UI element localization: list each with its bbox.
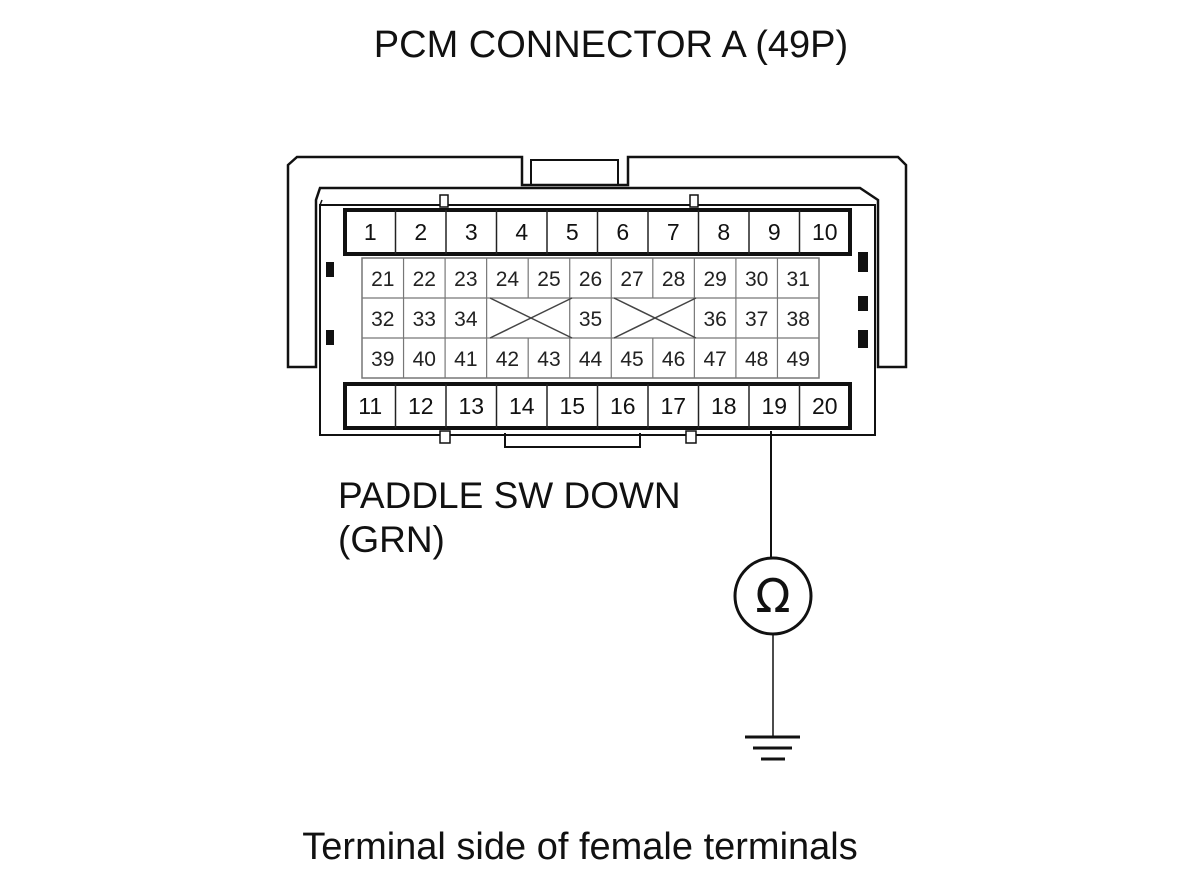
terminal-4: 4 — [515, 219, 528, 245]
terminal-27: 27 — [620, 268, 643, 291]
terminal-5: 5 — [566, 219, 579, 245]
terminal-44: 44 — [579, 348, 603, 371]
terminal-37: 37 — [745, 308, 768, 331]
terminal-15: 15 — [559, 393, 585, 419]
terminal-24: 24 — [496, 268, 520, 291]
terminal-21: 21 — [371, 268, 394, 291]
signal-label-line1: PADDLE SW DOWN — [338, 475, 681, 516]
terminal-47: 47 — [703, 348, 726, 371]
ground-icon — [745, 735, 800, 761]
terminal-10: 10 — [812, 219, 838, 245]
diagram-title: PCM CONNECTOR A (49P) — [374, 24, 848, 66]
terminal-3: 3 — [465, 219, 478, 245]
terminal-25: 25 — [537, 268, 560, 291]
terminal-42: 42 — [496, 348, 519, 371]
side-lock-tabs — [326, 252, 868, 348]
terminal-17: 17 — [660, 393, 686, 419]
bottom-terminal-row: 11 12 13 14 15 16 17 18 19 20 — [343, 382, 852, 430]
terminal-49: 49 — [787, 348, 810, 371]
connector-housing — [286, 155, 908, 448]
terminal-31: 31 — [787, 268, 810, 291]
terminal-46: 46 — [662, 348, 685, 371]
terminal-7: 7 — [667, 219, 680, 245]
ohm-symbol: Ω — [755, 569, 790, 623]
terminal-2: 2 — [414, 219, 427, 245]
terminal-8: 8 — [717, 219, 730, 245]
terminal-22: 22 — [413, 268, 436, 291]
top-terminal-row: 1 2 3 4 5 6 7 8 9 10 — [343, 208, 852, 256]
terminal-39: 39 — [371, 348, 394, 371]
terminal-1: 1 — [364, 219, 377, 245]
middle-terminal-block: 21 22 23 24 25 26 27 28 29 30 31 32 33 34 35 36 37 38 39 40… — [361, 257, 820, 379]
terminal-40: 40 — [413, 348, 436, 371]
terminal-16: 16 — [610, 393, 636, 419]
terminal-11: 11 — [358, 393, 382, 419]
terminal-23: 23 — [454, 268, 477, 291]
terminal-13: 13 — [458, 393, 484, 419]
terminal-48: 48 — [745, 348, 768, 371]
terminal-28: 28 — [662, 268, 685, 291]
terminal-20: 20 — [812, 393, 838, 419]
terminal-12: 12 — [408, 393, 434, 419]
terminal-26: 26 — [579, 268, 602, 291]
terminal-29: 29 — [703, 268, 726, 291]
signal-label-line2: (GRN) — [338, 519, 445, 560]
terminal-30: 30 — [745, 268, 768, 291]
diagram-caption: Terminal side of female terminals — [302, 826, 857, 868]
terminal-9: 9 — [768, 219, 781, 245]
ohmmeter-icon: Ω — [733, 556, 813, 636]
terminal-34: 34 — [454, 308, 478, 331]
blank-cavity-right — [613, 297, 697, 339]
terminal-33: 33 — [413, 308, 436, 331]
terminal-45: 45 — [620, 348, 643, 371]
terminal-6: 6 — [616, 219, 629, 245]
terminal-18: 18 — [711, 393, 737, 419]
terminal-36: 36 — [703, 308, 726, 331]
blank-cavity-left — [489, 297, 573, 339]
terminal-32: 32 — [371, 308, 394, 331]
terminal-14: 14 — [509, 393, 535, 419]
terminal-35: 35 — [579, 308, 602, 331]
terminal-19: 19 — [761, 393, 787, 419]
terminal-43: 43 — [537, 348, 560, 371]
terminal-38: 38 — [787, 308, 810, 331]
terminal-41: 41 — [454, 348, 477, 371]
